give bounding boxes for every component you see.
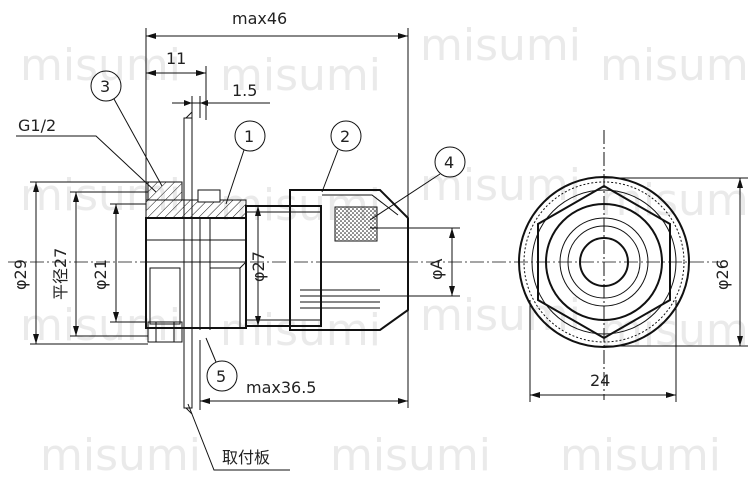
dim-max36-5: max36.5 [246, 378, 316, 397]
watermark-text: misumi [330, 430, 491, 481]
dim-plate: 取付板 [222, 448, 270, 467]
watermark-text: misumi [560, 430, 721, 481]
balloon-5: 5 [216, 367, 226, 386]
balloon-1: 1 [244, 127, 254, 146]
watermark-text: misumi [20, 40, 181, 91]
dim-flat27: 平径27 [51, 248, 70, 300]
side-view [145, 111, 409, 415]
dim-phi27: φ27 [249, 251, 268, 282]
balloon-2: 2 [340, 127, 350, 146]
front-dimensions: φ26 24 [529, 177, 748, 402]
watermark-text: misumi [600, 40, 751, 91]
watermark-text: misumi [20, 300, 181, 351]
watermark-text: misumi [220, 50, 381, 101]
balloon-4: 4 [444, 153, 454, 172]
dim-phi29: φ29 [11, 259, 30, 290]
dim-11: 11 [166, 49, 186, 68]
dim-max46: max46 [232, 9, 287, 28]
dim-phi26: φ26 [713, 259, 732, 290]
balloon-3: 3 [100, 77, 110, 96]
body-part [145, 199, 247, 219]
dim-24: 24 [590, 371, 610, 390]
side-dimensions: max46 11 1.5 G1/2 φ29 平径27 [11, 9, 460, 471]
lock-nut [147, 181, 183, 201]
watermark-text: misumi [40, 430, 201, 481]
watermark-text: misumi [600, 175, 751, 226]
thread-lines [300, 289, 380, 309]
watermark-text: misumi [420, 160, 581, 211]
dim-1-5: 1.5 [232, 81, 257, 100]
watermark-text: misumi [420, 20, 581, 71]
watermark-layer: misumi misumi misumi misumi misumi misum… [20, 20, 751, 481]
mounting-plate [183, 117, 193, 409]
dim-phiA: φA [427, 258, 446, 280]
dim-phi21: φ21 [91, 259, 110, 290]
watermark-text: misumi [420, 290, 581, 341]
dim-thread: G1/2 [18, 116, 56, 135]
washer [197, 189, 221, 203]
front-view [518, 130, 690, 400]
balloons: 3 1 2 4 5 [90, 70, 466, 392]
rubber-seal [334, 206, 378, 242]
